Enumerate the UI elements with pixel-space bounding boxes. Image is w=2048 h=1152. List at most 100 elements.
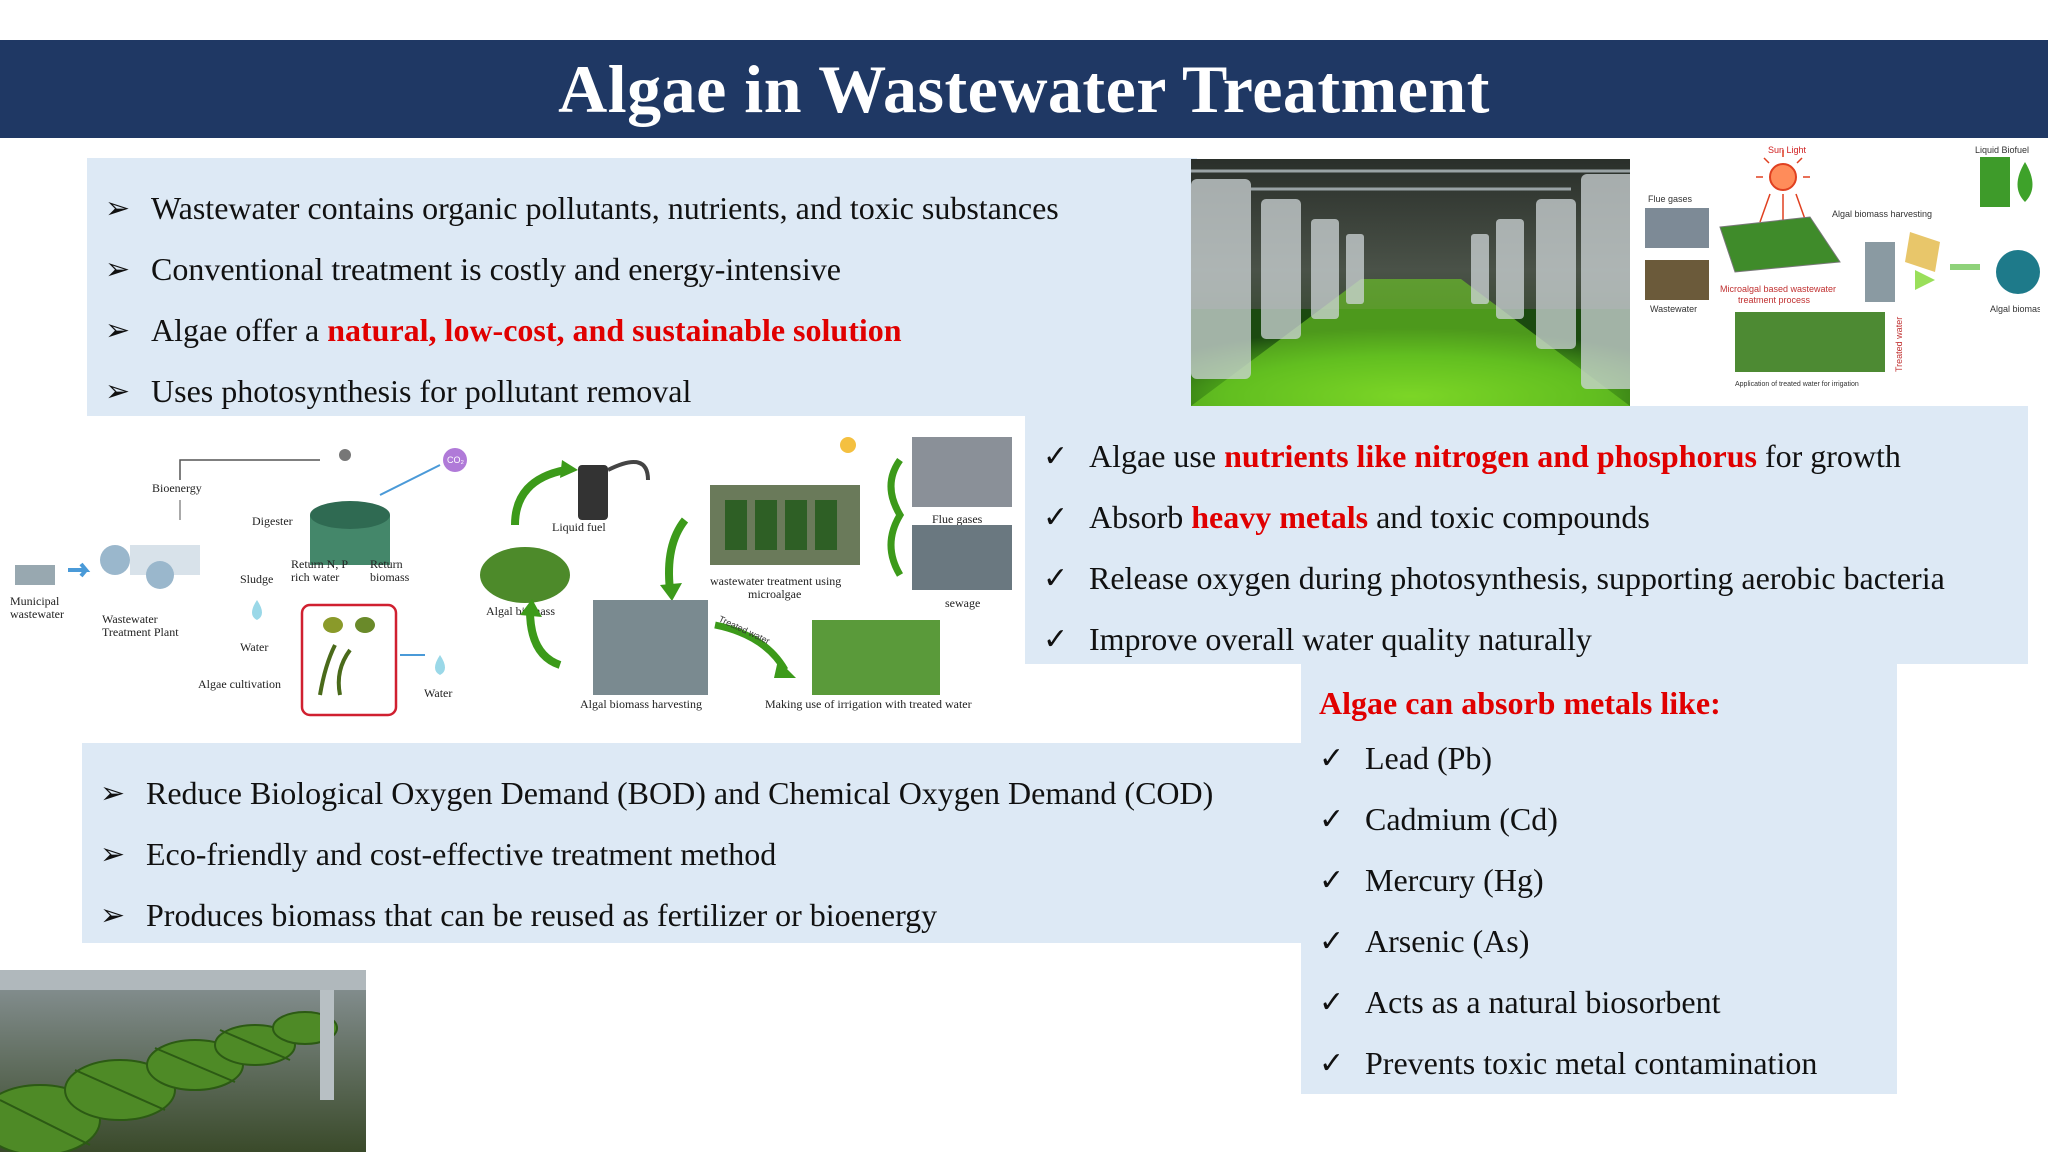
svg-text:Sludge: Sludge <box>240 572 273 586</box>
algae-tanks-photo <box>1191 159 1630 406</box>
svg-text:Algal biomass: Algal biomass <box>486 604 555 618</box>
svg-text:microalgae: microalgae <box>748 587 801 601</box>
svg-text:treatment process: treatment process <box>1738 295 1811 305</box>
sun-icon <box>1769 163 1797 191</box>
metals-panel: Algae can absorb metals like: ✓ Lead (Pb)… <box>1301 664 1897 1094</box>
list-item-text: Produces biomass that can be reused as f… <box>146 897 938 933</box>
svg-text:Microalgal based wastewater: Microalgal based wastewater <box>1720 284 1836 294</box>
list-item: ✓Absorb heavy metals and toxic compounds <box>1043 487 2028 548</box>
svg-text:rich water: rich water <box>291 570 339 584</box>
intro-panel: ➢ Wastewater contains organic pollutants,… <box>87 158 1197 416</box>
list-item-text: Arsenic (As) <box>1365 923 1530 959</box>
svg-text:Wastewater: Wastewater <box>1650 304 1697 314</box>
list-item-text: Conventional treatment is costly and ene… <box>151 251 841 287</box>
list-item-text: Improve overall water quality naturally <box>1089 621 1592 657</box>
list-item-text: Eco-friendly and cost-effective treatmen… <box>146 836 777 872</box>
arrow-bullet-icon: ➢ <box>100 776 126 811</box>
list-item: ➢ Uses photosynthesis for pollutant remov… <box>105 361 1197 422</box>
list-item-text: Wastewater contains organic pollutants, … <box>151 190 1059 226</box>
list-item: ➢ Wastewater contains organic pollutants,… <box>105 178 1197 239</box>
list-item: ✓ Release oxygen during photosynthesis, s… <box>1043 548 2028 609</box>
co2-icon <box>443 448 467 472</box>
arrow-bullet-icon: ➢ <box>105 313 131 348</box>
arrow-bullet-icon: ➢ <box>105 191 131 226</box>
list-item: ✓ Acts as a natural biosorbent <box>1319 972 1897 1033</box>
svg-text:CO₂: CO₂ <box>447 455 465 465</box>
check-icon: ✓ <box>1043 561 1069 596</box>
check-icon: ✓ <box>1043 439 1069 474</box>
algae-cultivation-box <box>300 603 398 717</box>
microalgae-process-diagram: Sun Light Liquid Biofuel Flue gases Wast… <box>1640 142 2040 392</box>
svg-text:wastewater treatment using: wastewater treatment using <box>710 574 841 588</box>
arrow-bullet-icon: ➢ <box>100 898 126 933</box>
svg-text:Treated water: Treated water <box>1894 317 1904 372</box>
svg-text:Digester: Digester <box>252 514 293 528</box>
svg-text:Water: Water <box>424 686 452 700</box>
list-item: ➢ Reduce Biological Oxygen Demand (BOD) a… <box>100 763 1312 824</box>
benefits-list: ✓Algae use nutrients like nitrogen and p… <box>1043 426 2028 670</box>
check-icon: ✓ <box>1043 500 1069 535</box>
outcomes-panel: ➢ Reduce Biological Oxygen Demand (BOD) a… <box>82 743 1312 943</box>
svg-text:Municipal: Municipal <box>10 594 60 608</box>
slide-title: Algae in Wastewater Treatment <box>558 50 1490 127</box>
outcomes-list: ➢ Reduce Biological Oxygen Demand (BOD) a… <box>100 763 1312 946</box>
list-item-text: Acts as a natural biosorbent <box>1365 984 1721 1020</box>
metals-heading: Algae can absorb metals like: <box>1319 685 1721 721</box>
list-item-text: Algae use <box>1089 438 1225 474</box>
list-item-text: and toxic compounds <box>1368 499 1650 535</box>
list-item: ➢ Produces biomass that can be reused as … <box>100 885 1312 946</box>
svg-text:Bioenergy: Bioenergy <box>152 481 202 495</box>
check-icon: ✓ <box>1043 622 1069 657</box>
svg-text:Flue gases: Flue gases <box>1648 194 1693 204</box>
highlight-text: natural, low-cost, and sustainable solut… <box>327 312 902 348</box>
svg-text:sewage: sewage <box>945 596 980 610</box>
list-item-text: Lead (Pb) <box>1365 740 1493 776</box>
list-item-text: for growth <box>1756 438 1901 474</box>
list-item: ➢ Conventional treatment is costly and en… <box>105 239 1197 300</box>
check-icon: ✓ <box>1319 985 1345 1020</box>
list-item: ➢ Algae offer a natural, low-cost, and su… <box>105 300 1197 361</box>
svg-text:biomass: biomass <box>370 570 410 584</box>
svg-text:Algal biomass: Algal biomass <box>1990 304 2040 314</box>
list-item: ✓Arsenic (As) <box>1319 911 1897 972</box>
metals-list: ✓Lead (Pb) ✓Cadmium (Cd) ✓Mercury (Hg) ✓… <box>1319 728 1897 1094</box>
algae-cycle-diagram: Bioenergy CO₂ Digester Municipal wastewa… <box>0 425 1025 730</box>
check-icon: ✓ <box>1319 1046 1345 1081</box>
list-item-text: Mercury (Hg) <box>1365 862 1544 898</box>
list-item: ✓ Lead (Pb) <box>1319 728 1897 789</box>
droplet-icon <box>2017 162 2033 202</box>
check-icon: ✓ <box>1319 863 1345 898</box>
title-bar: Algae in Wastewater Treatment <box>0 40 2048 138</box>
svg-text:Return: Return <box>370 557 403 571</box>
list-item-text: Absorb <box>1089 499 1192 535</box>
svg-text:Liquid fuel: Liquid fuel <box>552 520 606 534</box>
arrow-bullet-icon: ➢ <box>105 374 131 409</box>
list-item: ✓ Mercury (Hg) <box>1319 850 1897 911</box>
list-item-text: Algae offer a <box>151 312 328 348</box>
svg-text:Flue gases: Flue gases <box>932 512 983 526</box>
list-item-text: Reduce Biological Oxygen Demand (BOD) an… <box>146 775 1214 811</box>
svg-text:Water: Water <box>240 640 268 654</box>
list-item: ✓Cadmium (Cd) <box>1319 789 1897 850</box>
algae-drums-photo <box>0 970 366 1152</box>
list-item-text: Release oxygen during photosynthesis, su… <box>1089 560 1945 596</box>
svg-text:Algal biomass harvesting: Algal biomass harvesting <box>580 697 702 711</box>
arrow-bullet-icon: ➢ <box>105 252 131 287</box>
list-item: ➢ Eco-friendly and cost-effective treatme… <box>100 824 1312 885</box>
svg-text:Algae cultivation: Algae cultivation <box>198 677 281 691</box>
benefits-panel: ✓Algae use nutrients like nitrogen and p… <box>1025 406 2028 664</box>
list-item: ✓ Prevents toxic metal contamination <box>1319 1033 1897 1094</box>
svg-text:wastewater: wastewater <box>10 607 64 621</box>
svg-text:Wastewater: Wastewater <box>102 612 158 626</box>
svg-text:Return N, P: Return N, P <box>291 557 348 571</box>
svg-text:Liquid Biofuel: Liquid Biofuel <box>1975 145 2029 155</box>
check-icon: ✓ <box>1319 741 1345 776</box>
intro-list: ➢ Wastewater contains organic pollutants,… <box>105 178 1197 422</box>
list-item-text: Uses photosynthesis for pollutant remova… <box>151 373 692 409</box>
svg-text:Application of treated water f: Application of treated water for irrigat… <box>1735 381 1859 388</box>
list-item: ✓Algae use nutrients like nitrogen and p… <box>1043 426 2028 487</box>
arrow-bullet-icon: ➢ <box>100 837 126 872</box>
list-item-text: Cadmium (Cd) <box>1365 801 1558 837</box>
svg-text:Sun Light: Sun Light <box>1768 145 1807 155</box>
list-item-text: Prevents toxic metal contamination <box>1365 1045 1818 1081</box>
